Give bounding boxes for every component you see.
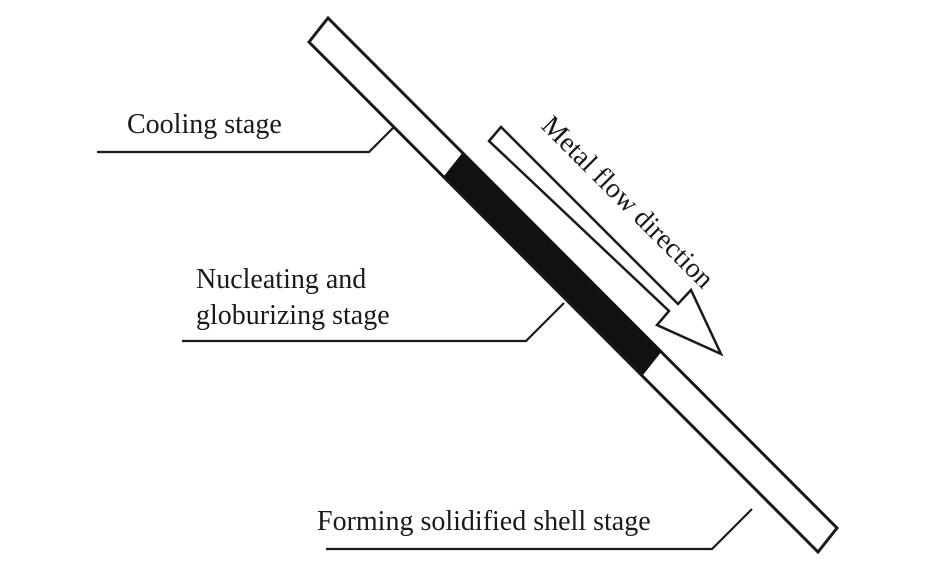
forming-leader-line (326, 508, 753, 551)
flow-arrow (487, 125, 724, 357)
forming-shell-stage-label: Forming solidified shell stage (317, 506, 651, 537)
nucleating-leader-line (182, 302, 565, 343)
nucleating-label-line1: Nucleating and (196, 264, 366, 295)
cooling-stage-label: Cooling stage (127, 109, 282, 140)
nucleating-zone (444, 152, 662, 375)
cooling-leader-line (97, 126, 395, 154)
nucleating-label-line2: globurizing stage (196, 300, 390, 331)
